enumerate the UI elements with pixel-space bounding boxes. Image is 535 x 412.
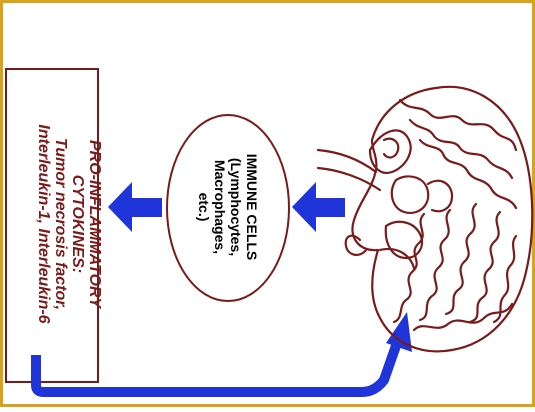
cytokines-line4: Interleukin-1, Interleukin-6 (35, 59, 52, 389)
immune-cells-text: IMMUNE CELLS (Lymphocytes, Macrophages, … (196, 142, 260, 272)
immune-cells-line3: Macrophages, (212, 142, 228, 272)
immune-cells-line4: etc.) (196, 142, 212, 272)
immune-cells-line1: IMMUNE CELLS (244, 142, 260, 272)
arrow-immune-to-cytokines (108, 182, 162, 232)
brain-illustration (318, 87, 532, 352)
cytokines-text: PRO-INFLAMMATORY CYTOKINES: Tumor necros… (35, 59, 103, 389)
cytokines-line3: Tumor necrosis factor, (52, 59, 69, 389)
cytokines-heading-line2: CYTOKINES: (69, 59, 86, 389)
cytokines-heading-line1: PRO-INFLAMMATORY (86, 59, 103, 389)
immune-cells-line2: (Lymphocytes, (228, 142, 244, 272)
arrow-brain-to-immune (292, 182, 345, 232)
